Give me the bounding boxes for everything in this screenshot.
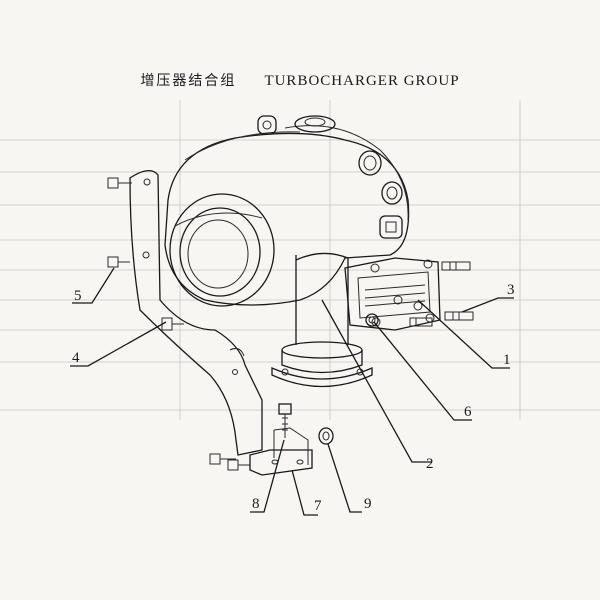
- oil-inlet-cap: [257, 115, 336, 135]
- diagram-title: 增压器结合组 TURBOCHARGER GROUP: [0, 70, 600, 90]
- bolt-part8: [278, 403, 292, 438]
- leader-9: [327, 443, 362, 513]
- stud-3: [409, 317, 433, 327]
- turbine-flange: [344, 257, 441, 331]
- callout-7: 7: [314, 498, 322, 514]
- callout-8: 8: [252, 496, 260, 512]
- bolt-bottom-left-1: [209, 453, 236, 465]
- bolt-top-left: [107, 177, 132, 189]
- outlet-pipe: [271, 252, 373, 388]
- callout-3: 3: [507, 282, 515, 298]
- compressor-housing: [164, 125, 410, 306]
- leader-3: [461, 297, 514, 313]
- callout-labels: 1 2 3 4 5 6 7 8 9: [72, 282, 515, 514]
- nut-part9: [318, 427, 334, 445]
- title-english: TURBOCHARGER GROUP: [264, 73, 460, 89]
- volute-bolts: [358, 150, 403, 239]
- bolt-bottom-left-2: [227, 459, 250, 471]
- flange-studs: [365, 261, 474, 327]
- show-through-lines: [0, 100, 600, 420]
- callout-1: 1: [503, 352, 511, 368]
- support-bracket: [249, 427, 313, 476]
- leader-7: [291, 469, 318, 516]
- compressor-inlet: [169, 193, 275, 307]
- callout-2: 2: [426, 456, 434, 472]
- leader-6: [373, 321, 472, 421]
- leader-8: [250, 439, 285, 513]
- callout-9: 9: [364, 496, 372, 512]
- leader-5: [72, 267, 115, 304]
- bracket-plate: [129, 170, 263, 456]
- bolt-part5: [107, 256, 130, 268]
- leader-1: [417, 299, 510, 369]
- callout-6: 6: [464, 404, 472, 420]
- stud-2: [444, 311, 474, 321]
- callout-5: 5: [74, 288, 82, 304]
- leader-lines: [70, 267, 514, 516]
- stud-1: [441, 261, 471, 271]
- callout-4: 4: [72, 350, 80, 366]
- leader-2: [321, 299, 432, 463]
- title-chinese: 增压器结合组: [140, 73, 237, 89]
- nut-part6: [365, 313, 379, 327]
- leader-4: [70, 321, 167, 367]
